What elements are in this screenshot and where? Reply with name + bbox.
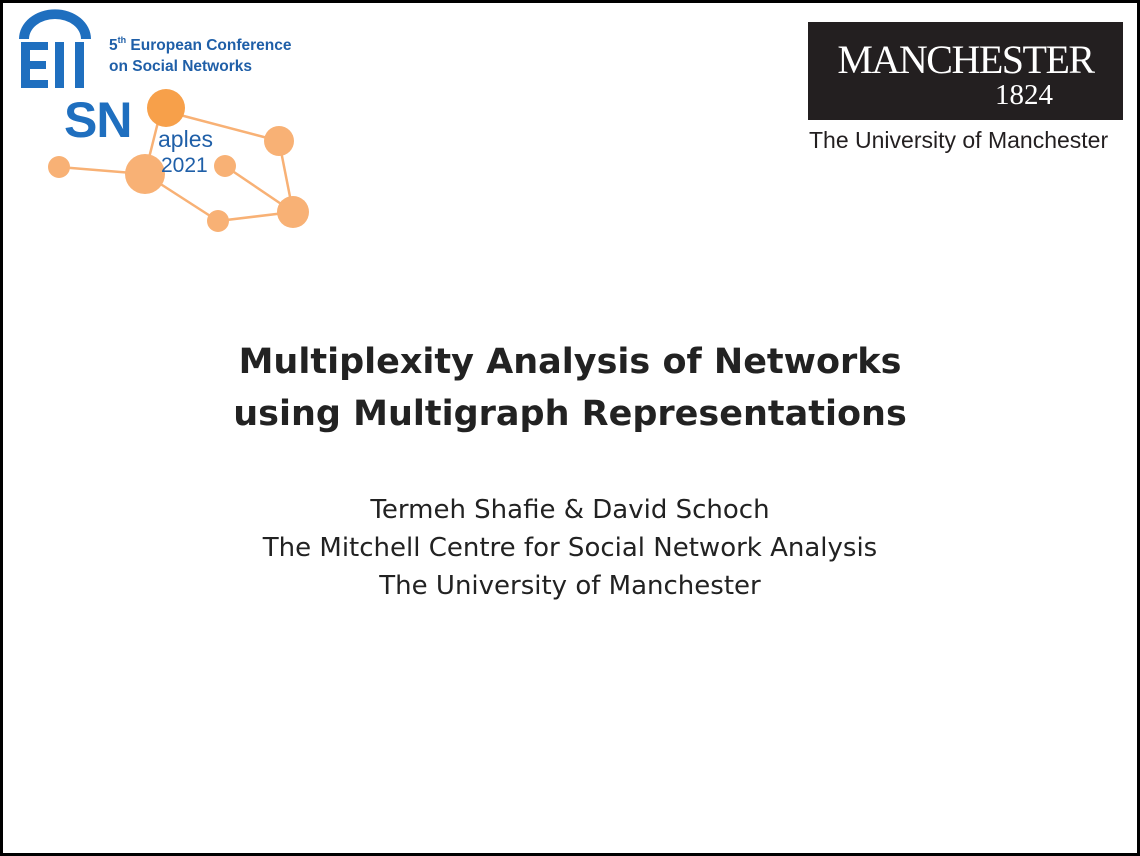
conference-acronym: SN (64, 92, 132, 148)
conference-city: aples (158, 126, 213, 152)
conference-ordinal-suffix: th (117, 35, 127, 45)
author-block: Termeh Shafie & David Schoch The Mitchel… (3, 491, 1137, 605)
slide-title-line-1: Multiplexity Analysis of Networks (238, 342, 902, 382)
conference-ordinal: 5 (109, 37, 118, 54)
university-founded-year: 1824 (995, 79, 1053, 111)
conference-logo: 5th European Conference on Social Networ… (11, 9, 321, 239)
affiliation-line-1: The Mitchell Centre for Social Network A… (262, 533, 878, 563)
network-graphic (19, 9, 309, 232)
conference-name-line2: on Social Networks (109, 58, 252, 75)
slide-title: Multiplexity Analysis of Networks using … (3, 336, 1137, 440)
conference-name: 5th European Conference on Social Networ… (109, 35, 292, 77)
university-caption: The University of Manchester (809, 127, 1109, 153)
university-logo: MANCHESTER 1824 (808, 22, 1123, 120)
university-wordmark: MANCHESTER (837, 37, 1095, 82)
slide-title-line-2: using Multigraph Representations (233, 394, 907, 434)
affiliation-line-2: The University of Manchester (379, 571, 761, 601)
authors: Termeh Shafie & David Schoch (370, 495, 770, 525)
conference-year: 2021 (161, 154, 208, 177)
conference-name-line1: European Conference (126, 37, 292, 54)
